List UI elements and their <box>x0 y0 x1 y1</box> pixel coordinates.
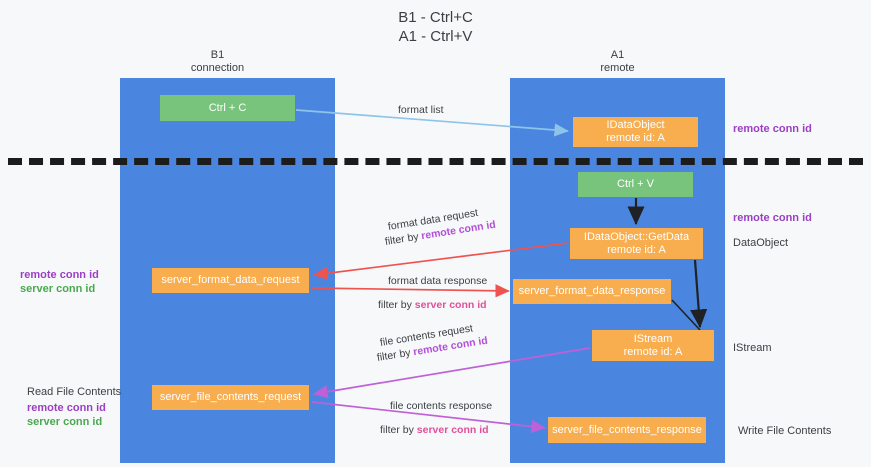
column-header-a1: A1 remote <box>550 49 685 75</box>
annotation-read-file-contents: Read File Contents <box>27 386 122 398</box>
node-istream-sub: remote id: A <box>623 345 683 358</box>
flow-label-format-data-response-filter: filter by server conn id <box>378 298 487 312</box>
node-istream-label: IStream <box>633 332 673 345</box>
annotation-remote-conn-id-mid: remote conn id <box>733 212 812 224</box>
node-idataobject[interactable]: IDataObject remote id: A <box>573 117 698 147</box>
arrow-format-data-response <box>311 284 510 298</box>
filter-prefix: filter by <box>380 424 417 436</box>
annotation-server-conn-id: server conn id <box>27 416 103 428</box>
node-server-format-data-response-label: server_format_data_response <box>518 285 666 297</box>
annotation-remote-conn-id: remote conn id <box>20 269 99 281</box>
node-getdata-label: IDataObject::GetData <box>583 230 690 243</box>
annotation-istream: IStream <box>733 342 772 354</box>
flow-label-file-contents-response: file contents response <box>390 400 493 412</box>
column-header-a1-role: remote <box>600 62 635 74</box>
node-getdata-sub: remote id: A <box>607 243 666 256</box>
column-header-b1: B1 connection <box>150 49 285 75</box>
filter-key-server-conn-id: server conn id <box>416 424 489 436</box>
annotation-remote-conn-id: remote conn id <box>27 402 106 414</box>
flow-label-format-list: format list <box>398 104 444 116</box>
annotation-server-conn-id: server conn id <box>20 283 96 295</box>
node-server-file-contents-request-label: server_file_contents_request <box>159 391 302 403</box>
title-line-2: A1 - Ctrl+V <box>398 28 473 45</box>
node-idataobject-label: IDataObject <box>606 119 665 131</box>
node-ctrl-v[interactable]: Ctrl + V <box>578 172 693 197</box>
column-header-b1-name: B1 <box>210 49 225 61</box>
node-server-format-data-request[interactable]: server_format_data_request <box>152 268 309 293</box>
node-server-file-contents-request[interactable]: server_file_contents_request <box>152 385 309 410</box>
flow-label-file-contents-response-filter: filter by server conn id <box>380 423 489 437</box>
node-ctrl-c-label: Ctrl + C <box>208 101 247 114</box>
node-server-file-contents-response[interactable]: server_file_contents_response <box>548 417 706 443</box>
annotation-conn-ids-mid: remote conn id server conn id <box>20 268 99 296</box>
filter-key-server-conn-id: server conn id <box>414 299 487 311</box>
annotation-write-file-contents: Write File Contents <box>738 425 832 437</box>
phase-divider <box>8 158 863 165</box>
page-title: B1 - Ctrl+C A1 - Ctrl+V <box>0 8 871 46</box>
title-line-1: B1 - Ctrl+C <box>398 9 473 26</box>
node-ctrl-v-label: Ctrl + V <box>617 178 654 190</box>
annotation-dataobject: DataObject <box>733 237 789 249</box>
node-server-format-data-request-label: server_format_data_request <box>161 274 300 286</box>
column-header-a1-name: A1 <box>610 49 625 61</box>
node-idataobject-sub: remote id: A <box>606 132 665 144</box>
flow-label-format-data-response: format data response <box>388 275 488 287</box>
column-header-b1-role: connection <box>190 62 245 74</box>
filter-prefix: filter by <box>378 299 415 311</box>
node-getdata[interactable]: IDataObject::GetData remote id: A <box>570 228 703 259</box>
annotation-remote-conn-id-top: remote conn id <box>733 123 812 135</box>
node-ctrl-c[interactable]: Ctrl + C <box>160 95 295 121</box>
annotation-conn-ids-bottom: remote conn id server conn id <box>27 401 106 429</box>
node-istream[interactable]: IStream remote id: A <box>592 330 714 361</box>
node-server-format-data-response[interactable]: server_format_data_response <box>513 279 671 304</box>
node-server-file-contents-response-label: server_file_contents_response <box>552 423 702 436</box>
